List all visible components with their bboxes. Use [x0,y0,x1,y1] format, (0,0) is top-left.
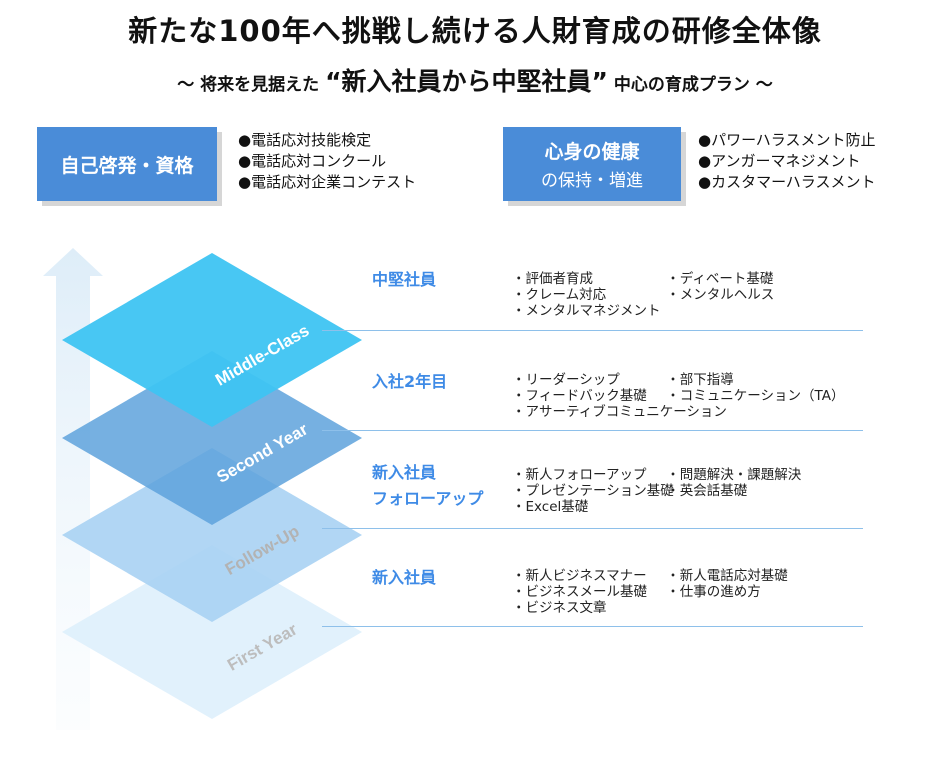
level-diamond-second-year [62,351,362,525]
health-item: ●パワーハラスメント防止 [698,131,876,149]
course-item: ・新人電話応対基礎 [666,568,788,584]
self-development-item: ●電話応対技能検定 [238,131,372,149]
course-item: ・クレーム対応 [512,287,607,303]
health-item: ●アンガーマネジメント [698,152,861,170]
course-item: ・Excel基礎 [512,499,589,515]
level-divider [322,626,863,627]
level-divider [322,330,863,331]
course-item: ・リーダーシップ [512,372,620,388]
health-list: ●パワーハラスメント防止 ●アンガーマネジメント ●カスタマーハラスメント [698,130,876,193]
level-title-line: 新入社員 [372,568,437,587]
level-courses-middle-class: ・評価者育成 ・クレーム対応 ・メンタルマネジメント ・ディベート基礎 ・メンタ… [512,271,774,319]
level-title-line: 新入社員 [372,463,437,482]
course-item: ・コミュニケーション（TA） [666,388,845,404]
course-item: ・フィードバック基礎 [512,388,647,404]
page-title: 新たな100年へ挑戦し続ける人財育成の研修全体像 [128,14,822,48]
level-title-second-year: 入社2年目 [372,369,447,395]
level-title-first-year: 新入社員 [372,565,436,591]
health-label-line1: 心身の健康 [544,141,640,163]
course-item: ・ビジネスメール基礎 [512,584,647,600]
health-label-line2: の保持・増進 [541,171,643,191]
level-title-line: フォローアップ [372,489,484,508]
course-item: ・部下指導 [666,372,734,388]
health-box: 心身の健康 の保持・増進 [503,127,681,201]
course-item: ・メンタルマネジメント [512,303,661,319]
level-title-line: 中堅社員 [372,270,437,289]
page-subtitle: ～ 将来を見据えた “新入社員から中堅社員” 中心の育成プラン ～ [0,62,950,98]
health-item: ●カスタマーハラスメント [698,173,876,191]
level-title-middle-class: 中堅社員 [372,267,436,293]
level-courses-first-year: ・新人ビジネスマナー ・ビジネスメール基礎 ・ビジネス文章 ・新人電話応対基礎 … [512,568,788,616]
self-development-item: ●電話応対コンクール [238,152,387,170]
course-item: ・ディベート基礎 [666,271,774,287]
course-item: ・英会話基礎 [666,483,748,499]
course-item: ・ビジネス文章 [512,600,607,616]
self-development-box: 自己啓発・資格 [37,127,217,201]
level-title-follow-up: 新入社員 フォローアップ [372,460,483,512]
growth-arrow [43,248,103,730]
course-item: ・問題解決・課題解決 [666,467,802,483]
course-item: ・新人フォローアップ [512,467,647,483]
subtitle-suffix: 中心の育成プラン ～ [613,75,773,95]
course-item: ・メンタルヘルス [666,287,775,303]
course-item: ・新人ビジネスマナー [512,568,647,584]
self-development-list: ●電話応対技能検定 ●電話応対コンクール ●電話応対企業コンテスト [238,130,416,193]
self-development-label: 自己啓発・資格 [60,154,194,177]
course-item: ・評価者育成 [512,271,593,287]
course-item: ・プレゼンテーション基礎 [512,483,674,499]
subtitle-main: “新入社員から中堅社員” [325,67,608,96]
self-development-item: ●電話応対企業コンテスト [238,173,417,191]
level-diamond-follow-up [62,448,362,622]
level-diamond-first-year [62,545,362,719]
course-item: ・仕事の進め方 [666,584,761,600]
level-courses-second-year: ・リーダーシップ ・フィードバック基礎 ・アサーティブコミュニケーション ・部下… [512,372,844,420]
level-diamond-middle-class [62,253,362,427]
subtitle-prefix: ～ 将来を見据えた [177,75,320,95]
level-courses-follow-up: ・新人フォローアップ ・プレゼンテーション基礎 ・Excel基礎 ・問題解決・課… [512,467,801,515]
course-item: ・アサーティブコミュニケーション [512,404,727,420]
level-divider [322,528,863,529]
level-title-line: 入社2年目 [372,372,448,391]
level-divider [322,430,863,431]
